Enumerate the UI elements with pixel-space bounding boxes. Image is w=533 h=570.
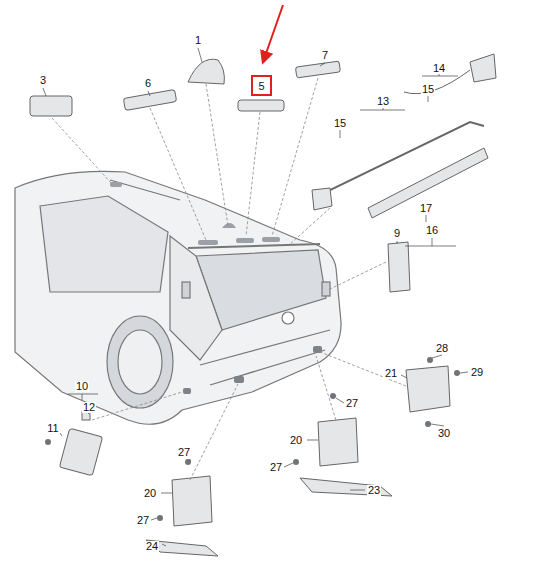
pointer-arrow [263,5,283,62]
callout-leaders [43,48,468,546]
callout-number: 14 [432,63,446,74]
callout-number: 20 [143,488,157,499]
roof-parts [110,182,280,245]
callout-number: 9 [393,228,401,239]
callout-number: 24 [145,541,159,552]
callout-number: 27 [345,398,359,409]
screws [45,357,460,521]
callout-number: 17 [419,203,433,214]
highlight-box: 5 [251,75,272,96]
callout-number: 5 [259,81,264,92]
callout-number: 16 [425,225,439,236]
callout-number: 29 [470,367,484,378]
callout-number: 15 [333,118,347,129]
callout-number: 13 [376,96,390,107]
callout-number: 11 [46,423,59,434]
callout-number: 21 [384,368,398,379]
callout-number: 28 [435,343,449,354]
callout-number: 27 [136,515,150,526]
callout-number: 23 [367,485,381,496]
callout-number: 27 [177,447,191,458]
callout-number: 20 [289,435,303,446]
leader-lines [52,78,406,480]
callout-number: 15 [421,84,435,95]
parts [30,54,496,556]
callout-number: 1 [194,35,202,46]
callout-number: 10 [75,381,89,392]
callout-number: 6 [144,78,152,89]
callout-number: 7 [321,50,329,61]
callout-number: 27 [269,462,283,473]
callout-number: 3 [39,75,47,86]
car-body [15,171,341,424]
callout-number: 30 [437,428,451,439]
callout-number: 12 [82,402,96,413]
bumper-sensors [183,346,322,394]
